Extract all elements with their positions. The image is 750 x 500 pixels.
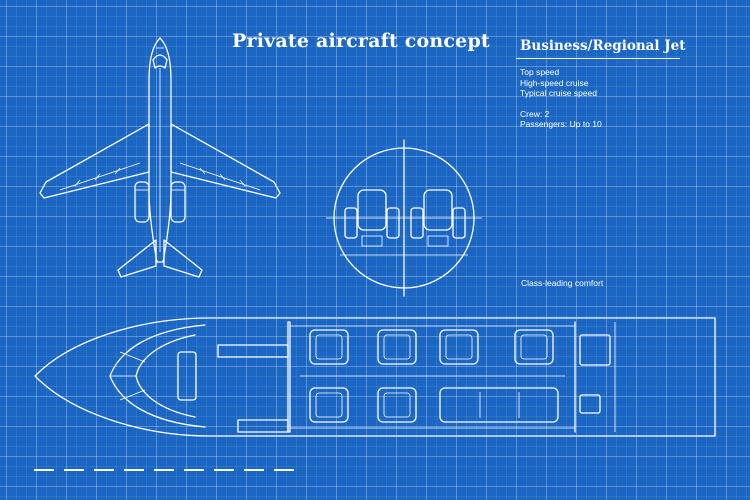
spec-crew: Crew: 2 [520,108,550,119]
page-title: Private aircraft concept [232,30,490,52]
seat-icon [514,329,554,365]
seat-icon [377,329,417,365]
scale-bar [34,469,304,471]
seat-icon [309,329,349,365]
seat-icon [377,387,417,423]
spec-list: Top speed High-speed cruise Typical crui… [520,67,602,130]
seat-icon [410,189,466,247]
divan-sofa-icon [439,387,559,423]
spec-top-speed: Top speed [520,67,560,77]
spec-typical-cruise: Typical cruise speed [520,88,598,98]
seat-icon [439,329,479,365]
seat-icon [309,387,349,423]
spec-high-speed-cruise: High-speed cruise [520,77,589,88]
seat-icon [344,189,400,247]
comfort-tagline: Class-leading comfort [521,278,604,288]
aircraft-class-heading: Business/Regional Jet [520,38,686,54]
heading-underline [516,58,680,59]
spec-passengers: Passengers: Up to 10 [520,119,602,129]
